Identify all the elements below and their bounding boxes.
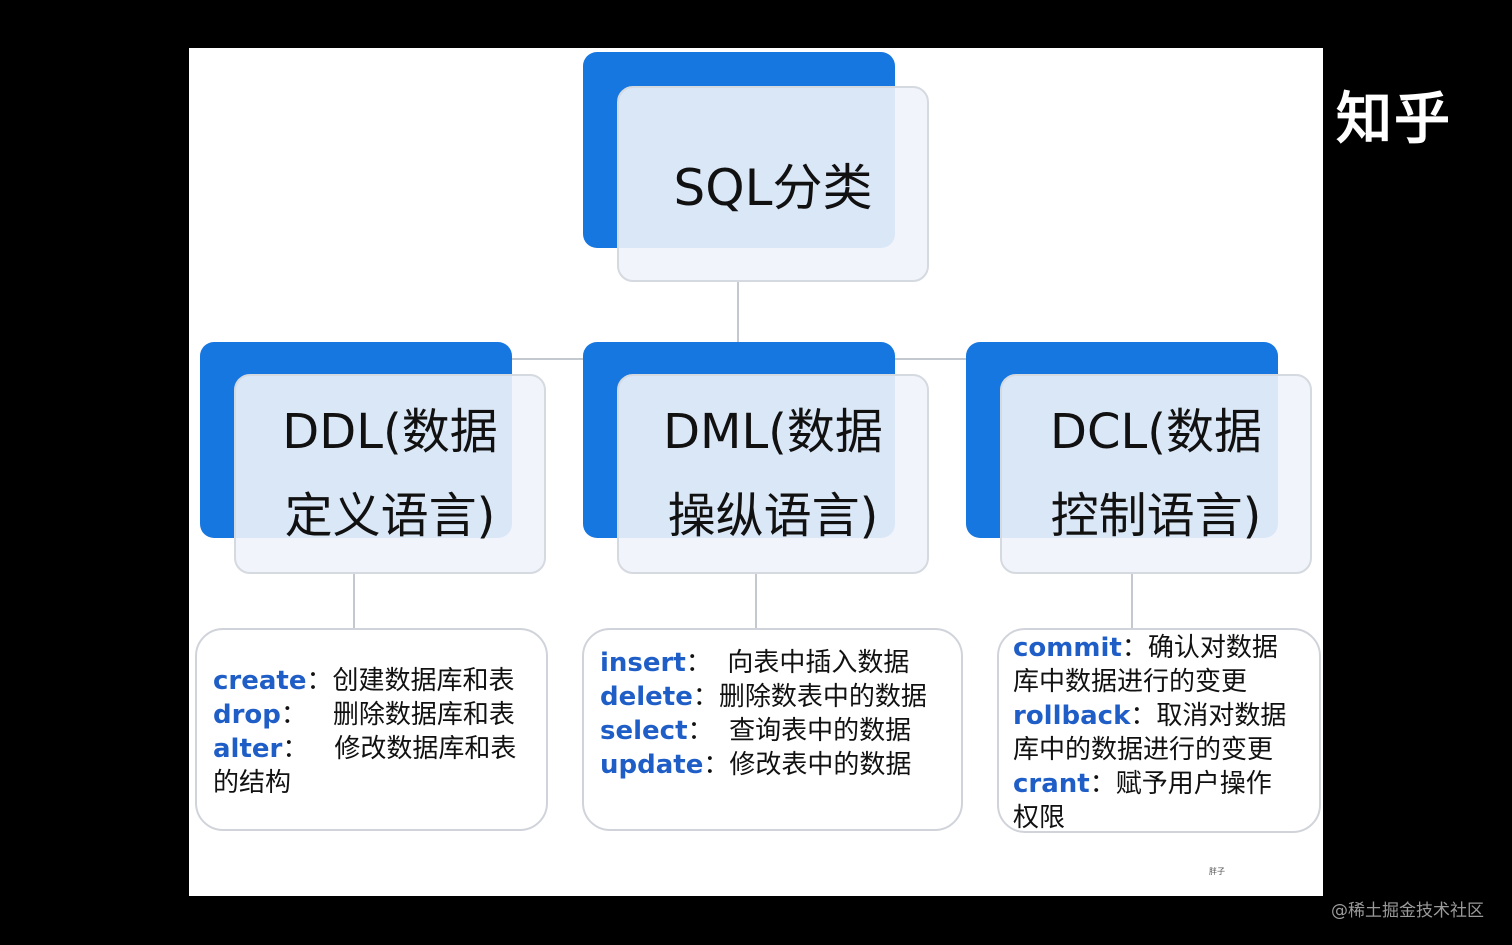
separator: ： bbox=[1121, 633, 1148, 663]
root-node: SQL分类 bbox=[617, 86, 929, 282]
dml-node-label: DML(数据 操纵语言) bbox=[663, 404, 883, 544]
detail-line: alter： 修改数据库和表 bbox=[213, 732, 516, 766]
dml-detail-box: insert：向表中插入数据 delete：删除数表中的数据 select：查询… bbox=[582, 628, 963, 831]
detail-line: crant：赋予用户操作 bbox=[1013, 767, 1286, 801]
dcl-detail-line bbox=[1131, 573, 1133, 629]
description: 确认对数据 bbox=[1147, 633, 1278, 663]
description: 取消对数据 bbox=[1156, 701, 1287, 731]
separator: ： bbox=[282, 734, 309, 764]
root-node-label: SQL分类 bbox=[673, 159, 873, 217]
description: 的结构 bbox=[213, 768, 292, 798]
ddl-detail-line bbox=[353, 573, 355, 629]
description: 库中数据进行的变更 bbox=[1013, 667, 1248, 697]
keyword: crant bbox=[1013, 769, 1090, 799]
slide: SQL分类 DDL(数据 定义语言) DML(数据 操纵语言) DCL(数据 控… bbox=[189, 48, 1323, 896]
separator: ： bbox=[306, 666, 333, 696]
detail-line: 的结构 bbox=[213, 766, 516, 800]
separator: ： bbox=[687, 716, 714, 746]
dml-detail-line bbox=[755, 573, 757, 629]
keyword: commit bbox=[1013, 633, 1122, 663]
dml-node: DML(数据 操纵语言) bbox=[617, 374, 929, 574]
dcl-detail-box: commit：确认对数据 库中数据进行的变更 rollback：取消对数据 库中… bbox=[997, 628, 1321, 833]
detail-line: update：修改表中的数据 bbox=[600, 748, 927, 782]
ddl-detail-box: create：创建数据库和表 drop：删除数据库和表 alter：修改数据库和… bbox=[195, 628, 548, 831]
detail-line: commit：确认对数据 bbox=[1013, 631, 1286, 665]
dcl-detail-lines: commit：确认对数据 库中数据进行的变更 rollback：取消对数据 库中… bbox=[1013, 631, 1286, 835]
detail-line: rollback：取消对数据 bbox=[1013, 699, 1286, 733]
detail-line: delete：删除数表中的数据 bbox=[600, 680, 927, 714]
keyword: create bbox=[213, 666, 307, 696]
description: 删除数据库和表 bbox=[332, 700, 515, 730]
keyword: select bbox=[600, 716, 688, 746]
ddl-node-label: DDL(数据 定义语言) bbox=[282, 404, 498, 544]
separator: ： bbox=[1130, 701, 1157, 731]
ddl-node: DDL(数据 定义语言) bbox=[234, 374, 546, 574]
keyword: drop bbox=[213, 700, 281, 730]
detail-line: create：创建数据库和表 bbox=[213, 664, 516, 698]
description: 查询表中的数据 bbox=[729, 716, 912, 746]
keyword: delete bbox=[600, 682, 693, 712]
keyword: insert bbox=[600, 648, 686, 678]
slide-corner-mark: 胖子 bbox=[1209, 867, 1225, 876]
keyword: rollback bbox=[1013, 701, 1131, 731]
description: 库中的数据进行的变更 bbox=[1013, 735, 1274, 765]
description: 修改表中的数据 bbox=[729, 750, 912, 780]
root-stem-line bbox=[737, 282, 739, 360]
separator: ： bbox=[703, 750, 730, 780]
description: 向表中插入数据 bbox=[727, 648, 910, 678]
detail-line: drop： 删除数据库和表 bbox=[213, 698, 516, 732]
site-watermark: @稀土掘金技术社区 bbox=[1331, 901, 1484, 921]
separator: ： bbox=[280, 700, 307, 730]
keyword: alter bbox=[213, 734, 283, 764]
description: 修改数据库和表 bbox=[334, 734, 517, 764]
detail-line: 权限 bbox=[1013, 801, 1286, 835]
description: 权限 bbox=[1013, 803, 1066, 833]
description: 删除数表中的数据 bbox=[718, 682, 927, 712]
dml-detail-lines: insert：向表中插入数据 delete：删除数表中的数据 select：查询… bbox=[600, 646, 927, 782]
dcl-node: DCL(数据 控制语言) bbox=[1000, 374, 1312, 574]
separator: ： bbox=[1089, 769, 1116, 799]
dcl-node-label: DCL(数据 控制语言) bbox=[1050, 404, 1262, 544]
detail-line: insert： 向表中插入数据 bbox=[600, 646, 927, 680]
description: 赋予用户操作 bbox=[1115, 769, 1272, 799]
zhihu-logo: 知乎 bbox=[1336, 87, 1452, 152]
description: 创建数据库和表 bbox=[332, 666, 515, 696]
detail-line: 库中的数据进行的变更 bbox=[1013, 733, 1286, 767]
keyword: update bbox=[600, 750, 704, 780]
detail-line: 库中数据进行的变更 bbox=[1013, 665, 1286, 699]
detail-line: select： 查询表中的数据 bbox=[600, 714, 927, 748]
ddl-detail-lines: create：创建数据库和表 drop：删除数据库和表 alter：修改数据库和… bbox=[213, 664, 516, 800]
separator: ： bbox=[692, 682, 719, 712]
separator: ： bbox=[685, 648, 712, 678]
